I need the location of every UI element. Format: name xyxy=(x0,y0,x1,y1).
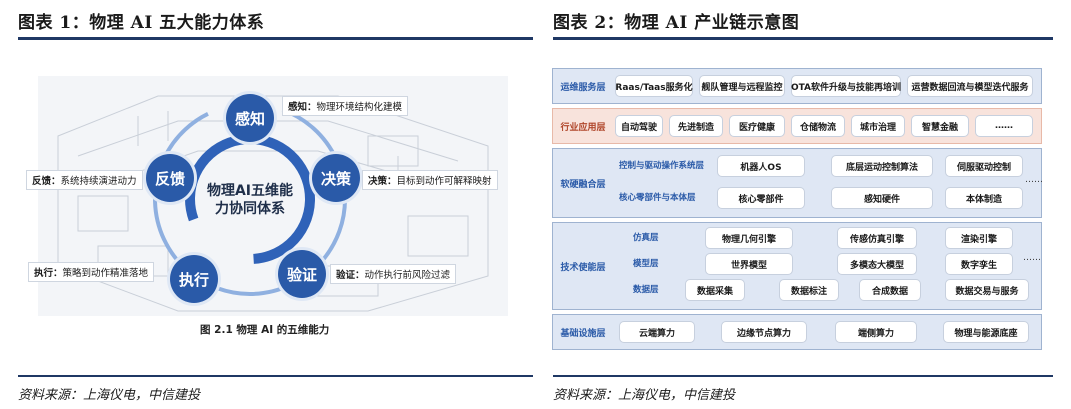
node-feedback: 反馈 xyxy=(146,154,194,202)
label-perceive-text: 物理环境结构化建模 xyxy=(316,102,403,113)
label-feedback-key: 反馈： xyxy=(32,176,61,187)
five-capabilities-diagram: 物理AI五维能 力协同体系 感知 决策 验证 执行 反馈 感知：物理环境结构化建… xyxy=(18,56,538,346)
layer-softhard: 软硬融合层 控制与驱动操作系统层 机器人OS 底层运动控制算法 伺服驱动控制 核… xyxy=(552,148,1043,218)
tech-sub2-item-2: 多模态大模型 xyxy=(837,253,917,275)
figure1-source: 资料来源：上海仪电，中信建投 xyxy=(18,388,201,403)
tech-sub3-item-2: 数据标注 xyxy=(779,279,839,301)
industry-chain-diagram: 运维服务层 Raas/Taas服务化 舰队管理与远程监控 OTA软件升级与技能再… xyxy=(552,68,1043,350)
node-decide: 决策 xyxy=(312,154,360,202)
infra-item-4: 物理与能源底座 xyxy=(943,321,1029,343)
tech-sub2-item-1: 世界模型 xyxy=(705,253,793,275)
tech-sub1-item-1: 物理几何引擎 xyxy=(705,227,793,249)
ops-item-4: 运营数据回流与模型迭代服务 xyxy=(907,75,1033,97)
label-verify-text: 动作执行前风险过滤 xyxy=(364,270,451,281)
tech-sub3-label: 数据层 xyxy=(633,285,659,295)
app-item-7: …… xyxy=(975,115,1033,137)
layer-app-label: 行业应用层 xyxy=(560,122,606,133)
layer-tech: 技术使能层 仿真层 物理几何引擎 传感仿真引擎 渲染引擎 模型层 世界模型 多模… xyxy=(552,222,1042,310)
app-item-1: 自动驾驶 xyxy=(615,115,663,137)
center-title-line2: 力协同体系 xyxy=(215,201,285,217)
label-feedback: 反馈：系统持续演进动力 xyxy=(26,170,143,190)
label-decide-text: 目标到动作可解释映射 xyxy=(396,176,492,187)
label-decide: 决策：目标到动作可解释映射 xyxy=(362,170,498,190)
ops-item-2: 舰队管理与远程监控 xyxy=(699,75,785,97)
app-item-3: 医疗健康 xyxy=(729,115,785,137)
node-execute: 执行 xyxy=(170,255,218,303)
tech-sub1-item-3: 渲染引擎 xyxy=(945,227,1013,249)
label-execute-text: 策略到动作精准落地 xyxy=(62,268,149,279)
softhard-sub1-label: 控制与驱动操作系统层 xyxy=(619,161,705,171)
figure1-caption: 图 2.1 物理 AI 的五维能力 xyxy=(200,324,330,336)
label-perceive: 感知：物理环境结构化建模 xyxy=(282,96,409,116)
app-item-2: 先进制造 xyxy=(669,115,723,137)
infra-item-2: 边缘节点算力 xyxy=(721,321,807,343)
tech-sub3-item-4: 数据交易与服务 xyxy=(945,279,1029,301)
node-perceive: 感知 xyxy=(226,94,274,142)
figure1-title-rule xyxy=(18,37,533,40)
label-feedback-text: 系统持续演进动力 xyxy=(60,176,137,187)
tech-sub2-label: 模型层 xyxy=(633,259,659,269)
figure2-title-rule xyxy=(553,37,1053,40)
softhard-sub2-label: 核心零部件与本体层 xyxy=(619,193,696,203)
node-verify: 验证 xyxy=(278,250,326,298)
label-verify-key: 验证： xyxy=(336,270,365,281)
layer-infra: 基础设施层 云端算力 边缘节点算力 端侧算力 物理与能源底座 xyxy=(552,314,1042,350)
softhard-sub2-item-1: 核心零部件 xyxy=(717,187,805,209)
label-verify: 验证：动作执行前风险过滤 xyxy=(330,264,457,284)
softhard-sub1-item-2: 底层运动控制算法 xyxy=(831,155,933,177)
figure2-bottom-rule xyxy=(553,375,1053,377)
ops-item-1: Raas/Taas服务化 xyxy=(615,75,693,97)
softhard-more: …… xyxy=(1025,175,1043,185)
center-title: 物理AI五维能 力协同体系 xyxy=(190,182,310,218)
layer-softhard-label: 软硬融合层 xyxy=(560,179,606,190)
layer-ops: 运维服务层 Raas/Taas服务化 舰队管理与远程监控 OTA软件升级与技能再… xyxy=(552,68,1042,104)
softhard-sub2-item-2: 感知硬件 xyxy=(831,187,933,209)
label-decide-key: 决策： xyxy=(368,176,397,187)
figure1-bottom-rule xyxy=(18,375,533,377)
center-title-line1: 物理AI五维能 xyxy=(206,183,294,199)
softhard-sub1-item-3: 伺服驱动控制 xyxy=(945,155,1023,177)
layer-infra-label: 基础设施层 xyxy=(560,328,606,339)
tech-sub1-item-2: 传感仿真引擎 xyxy=(837,227,917,249)
label-execute: 执行：策略到动作精准落地 xyxy=(28,262,155,282)
tech-more: …… xyxy=(1023,253,1041,263)
tech-sub3-item-3: 合成数据 xyxy=(859,279,921,301)
infra-item-3: 端侧算力 xyxy=(835,321,917,343)
app-item-5: 城市治理 xyxy=(851,115,905,137)
figure2-source: 资料来源：上海仪电，中信建投 xyxy=(553,388,736,403)
layer-ops-label: 运维服务层 xyxy=(560,82,606,93)
layer-app: 行业应用层 自动驾驶 先进制造 医疗健康 仓储物流 城市治理 智慧金融 …… xyxy=(552,108,1042,144)
label-perceive-key: 感知： xyxy=(288,102,317,113)
softhard-sub1-item-1: 机器人OS xyxy=(717,155,805,177)
app-item-6: 智慧金融 xyxy=(911,115,969,137)
softhard-sub2-item-3: 本体制造 xyxy=(945,187,1023,209)
tech-sub2-item-3: 数字孪生 xyxy=(945,253,1013,275)
layer-tech-label: 技术使能层 xyxy=(560,262,606,273)
label-execute-key: 执行： xyxy=(34,268,63,279)
infra-item-1: 云端算力 xyxy=(619,321,695,343)
tech-sub1-label: 仿真层 xyxy=(633,233,659,243)
app-item-4: 仓储物流 xyxy=(791,115,845,137)
ops-item-3: OTA软件升级与技能再培训 xyxy=(791,75,901,97)
figure2-title: 图表 2：物理 AI 产业链示意图 xyxy=(553,13,800,33)
tech-sub3-item-1: 数据采集 xyxy=(685,279,745,301)
figure1-title: 图表 1：物理 AI 五大能力体系 xyxy=(18,13,265,33)
